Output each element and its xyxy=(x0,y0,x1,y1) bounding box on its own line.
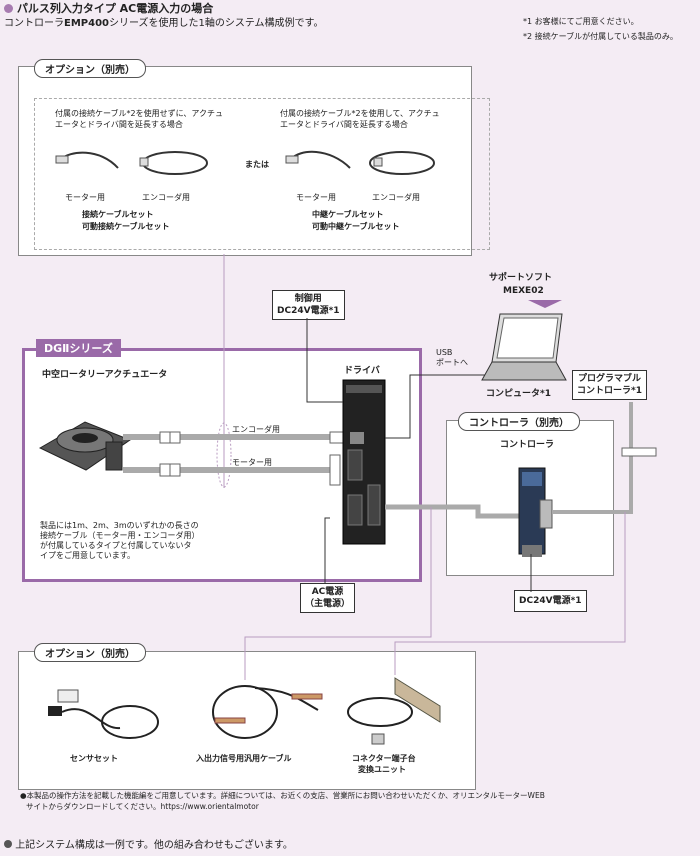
option-bottom-box xyxy=(18,651,476,790)
footnote-1: ●本製品の操作方法を記載した機能編をご用意しています。詳細については、お近くの支… xyxy=(20,791,545,800)
right-set-2: 可動中継ケーブルセット xyxy=(312,222,400,231)
or-label: または xyxy=(245,160,269,169)
terminal-unit-label-1: コネクター端子台 xyxy=(352,754,416,763)
encoder-label-right: エンコーダ用 xyxy=(372,193,420,202)
left-desc-2: エータとドライバ間を延長する場合 xyxy=(55,120,183,129)
motor-cable-label: モーター用 xyxy=(232,458,272,467)
io-cable-image xyxy=(212,685,323,739)
left-set-2: 可動接続ケーブルセット xyxy=(82,222,170,231)
header: パルス列入力タイプ AC電源入力の場合 コントローラEMP400シリーズを使用し… xyxy=(4,2,324,31)
ac-power-box: AC電源（主電源） xyxy=(300,583,356,613)
motor-label-right: モーター用 xyxy=(296,193,336,202)
driver-image xyxy=(342,379,386,545)
terminal-unit-image xyxy=(347,677,441,745)
dg-series-tab: DGⅡシリーズ xyxy=(36,339,121,357)
computer-label: コンピュータ*1 xyxy=(486,389,551,399)
dg-note-4: イプをご用意しています。 xyxy=(40,551,135,560)
bullet-icon xyxy=(4,4,13,13)
sensor-set-image xyxy=(48,689,159,739)
option-top-tab: オプション（別売） xyxy=(34,59,146,78)
page-title: パルス列入力タイプ AC電源入力の場合 xyxy=(16,2,214,15)
dg-note-1: 製品には1m、2m、3mのいずれかの長さの xyxy=(40,521,199,530)
actuator-title: 中空ロータリーアクチュエータ xyxy=(42,370,168,380)
option-top-dashed xyxy=(34,98,490,250)
encoder-cable-label: エンコーダ用 xyxy=(232,425,280,434)
computer-icon xyxy=(481,300,567,381)
note-1: *1 お客様にてご用意ください。 xyxy=(523,17,639,26)
left-set-1: 接続ケーブルセット xyxy=(82,210,154,219)
bottom-note: 上記システム構成は一例です。他の組み合わせもございます。 xyxy=(4,840,293,852)
support-soft-label: サポートソフト xyxy=(489,273,553,283)
driver-title: ドライバ xyxy=(344,366,380,376)
left-desc-1: 付属の接続ケーブル*2を使用せずに、アクチュ xyxy=(55,109,223,118)
controller-image xyxy=(518,467,553,557)
dg-note-2: 接続ケーブル（モーター用・エンコーダ用） xyxy=(40,531,200,540)
page-subtitle: コントローラEMP400シリーズを使用した1軸のシステム構成例です。 xyxy=(4,18,324,29)
footnote-2: サイトからダウンロードしてください。https://www.orientalmo… xyxy=(26,802,259,811)
encoder-label-left: エンコーダ用 xyxy=(142,193,190,202)
cable-ring xyxy=(216,422,232,488)
dc-power-box: DC24V電源*1 xyxy=(514,590,587,612)
right-set-1: 中継ケーブルセット xyxy=(312,210,384,219)
note-2: *2 接続ケーブルが付属している製品のみ。 xyxy=(523,32,678,41)
motor-label-left: モーター用 xyxy=(65,193,105,202)
option-bottom-tab: オプション（別売） xyxy=(34,643,146,662)
io-cable-label: 入出力信号用汎用ケーブル xyxy=(196,754,292,763)
right-desc-1: 付属の接続ケーブル*2を使用して、アクチュ xyxy=(280,109,440,118)
sensor-set-label: センサセット xyxy=(70,754,118,763)
controller-tab: コントローラ（別売） xyxy=(458,412,580,431)
programmable-controller-box: プログラマブルコントローラ*1 xyxy=(572,370,647,400)
cable-set-icon-right xyxy=(285,150,435,175)
usb-port-label: ポートへ xyxy=(436,358,468,367)
cable-set-icon-left xyxy=(55,151,208,175)
option-top-box xyxy=(18,66,472,256)
mexe02-label: MEXE02 xyxy=(503,286,544,296)
dg-note-3: が付属しているタイプと付属していないタ xyxy=(40,541,192,550)
right-desc-2: エータとドライバ間を延長する場合 xyxy=(280,120,408,129)
actuator-image xyxy=(38,421,132,471)
bullet-icon xyxy=(4,840,12,848)
controller-title: コントローラ xyxy=(500,440,555,450)
terminal-unit-label-2: 変換ユニット xyxy=(358,765,406,774)
usb-label: USB xyxy=(436,348,453,357)
